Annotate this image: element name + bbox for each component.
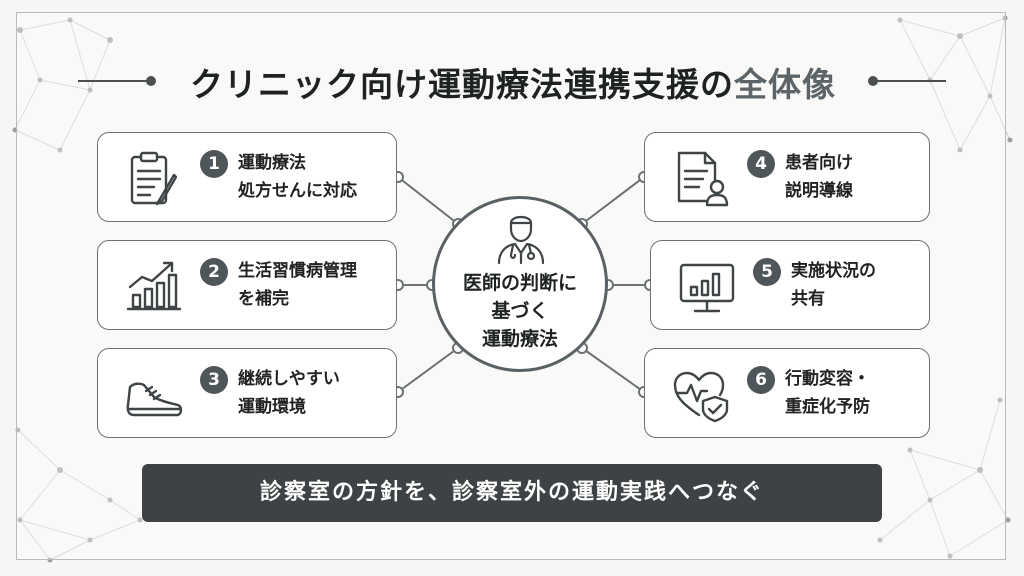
connector-1 <box>397 176 459 225</box>
card-5-sharing: 5 実施状況の 共有 <box>650 240 930 330</box>
card-1-number: 1 <box>200 150 228 178</box>
card-4-text: 患者向け 説明導線 <box>785 153 853 201</box>
card-5-text: 実施状況の 共有 <box>791 261 876 309</box>
card-6-number: 6 <box>747 366 775 394</box>
card-3-text: 継続しやすい 運動環境 <box>238 369 340 417</box>
card-5-number: 5 <box>753 258 781 286</box>
center-label: 医師の判断に 基づく 運動療法 <box>462 272 577 350</box>
card-2-lifestyle: 2 生活習慣病管理 を補完 <box>97 240 397 330</box>
card-6-prevention: 6 行動変容・ 重症化予防 <box>644 348 930 438</box>
card-4-number: 4 <box>747 150 775 178</box>
page-title-main: クリニック向け運動療法連携支援の <box>190 65 734 104</box>
document-person-icon <box>677 151 729 207</box>
page-title-accent: 全体像 <box>734 65 836 104</box>
summary-banner: 診察室の方針を、診察室外の運動実践へつなぐ <box>142 464 882 522</box>
title-rule-left <box>78 80 150 82</box>
title-bar: クリニック向け運動療法連携支援の全体像 <box>0 52 1024 108</box>
connector-6 <box>581 347 645 393</box>
card-1-text: 運動療法 処方せんに対応 <box>238 153 357 201</box>
card-4-patient-guide: 4 患者向け 説明導線 <box>644 132 930 222</box>
title-rule-right-dot <box>868 76 878 86</box>
clipboard-pen-icon <box>130 151 178 206</box>
title-rule-right <box>874 80 946 82</box>
connector-4 <box>581 176 645 225</box>
card-2-number: 2 <box>200 258 228 286</box>
monitor-chart-icon <box>679 263 735 313</box>
connector-3 <box>397 347 459 393</box>
page-title: クリニック向け運動療法連携支援の全体像 <box>168 58 858 106</box>
card-1-prescription: 1 運動療法 処方せんに対応 <box>97 132 397 222</box>
card-3-environment: 3 継続しやすい 運動環境 <box>97 348 397 438</box>
card-3-number: 3 <box>200 366 228 394</box>
card-2-text: 生活習慣病管理 を補完 <box>238 261 357 309</box>
bar-chart-growth-icon <box>126 261 182 311</box>
card-6-text: 行動変容・ 重症化予防 <box>785 369 870 417</box>
heart-shield-icon <box>673 371 729 423</box>
center-hub: 医師の判断に 基づく 運動療法 <box>432 196 608 372</box>
sneaker-icon <box>126 382 183 417</box>
doctor-icon <box>497 215 545 265</box>
title-rule-left-dot <box>146 76 156 86</box>
